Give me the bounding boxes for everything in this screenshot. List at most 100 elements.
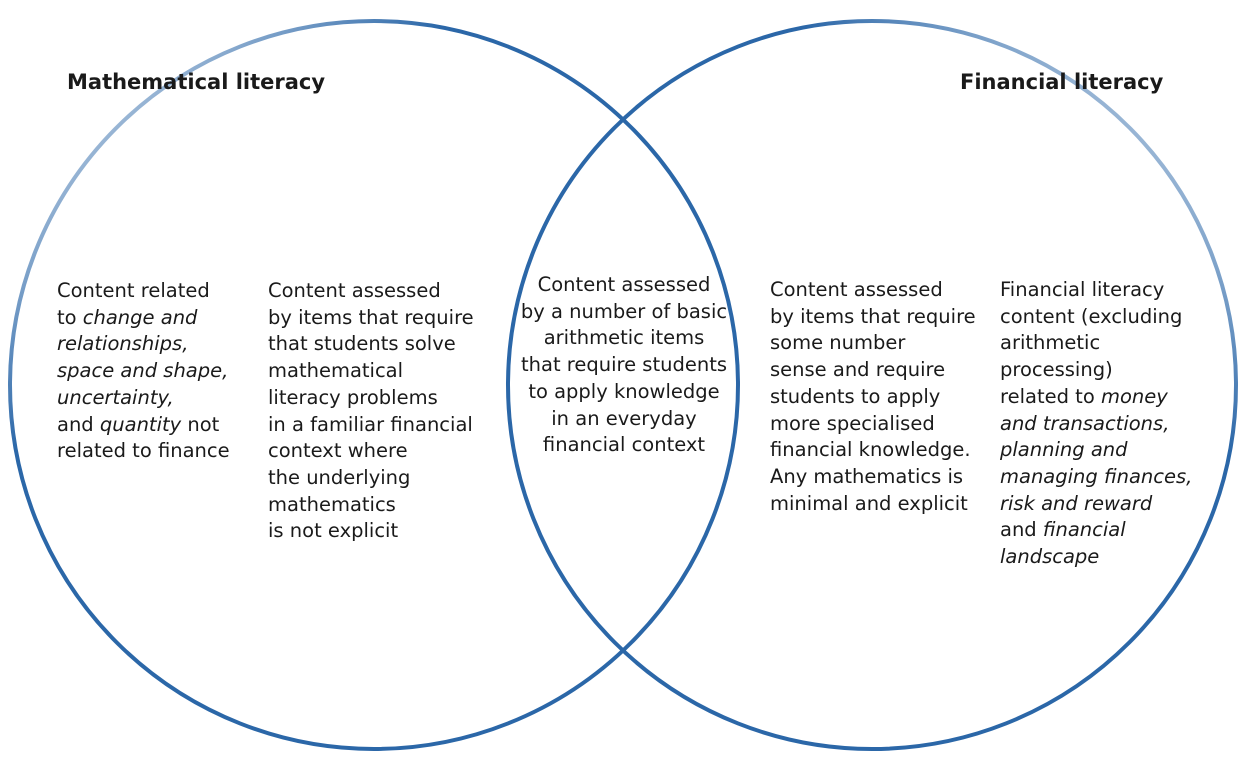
text-run: Content assessed bbox=[268, 279, 441, 302]
italic-term: quantity bbox=[99, 412, 182, 436]
text-line: in a familiar financial bbox=[268, 412, 474, 439]
text-line: relationships, bbox=[57, 331, 230, 358]
text-line: to apply knowledge bbox=[511, 379, 737, 406]
italic-term: and transactions, bbox=[1000, 411, 1170, 435]
text-line: arithmetic items bbox=[511, 325, 737, 352]
text-line: by items that require bbox=[268, 305, 474, 332]
text-line: content (excluding bbox=[1000, 304, 1192, 331]
text-line: risk and reward bbox=[1000, 491, 1192, 518]
italic-term: managing finances, bbox=[1000, 464, 1193, 488]
text-run: financial context bbox=[542, 433, 706, 457]
text-line: related to finance bbox=[57, 438, 230, 465]
finance-only-outer-text: Financial literacy content (excluding arit… bbox=[1000, 277, 1192, 571]
text-run: content (excluding bbox=[1000, 304, 1183, 328]
text-run: context where bbox=[268, 439, 408, 463]
text-run: processing) bbox=[1000, 358, 1113, 382]
italic-term: space and shape, bbox=[57, 359, 229, 383]
text-run: the underlying bbox=[268, 465, 411, 489]
text-run: in a familiar financial bbox=[268, 412, 473, 436]
text-run: in an everyday bbox=[551, 406, 697, 430]
text-run: Content related bbox=[57, 279, 210, 302]
text-run: not bbox=[181, 412, 220, 436]
text-line: arithmetic bbox=[1000, 330, 1192, 357]
text-line: Any mathematics is bbox=[770, 464, 976, 491]
text-line: the underlying bbox=[268, 465, 474, 492]
text-run: related to finance bbox=[57, 439, 230, 463]
text-run: students to apply bbox=[770, 384, 941, 408]
text-run: literacy problems bbox=[268, 385, 438, 409]
text-line: Financial literacy bbox=[1000, 277, 1192, 304]
text-run: some number bbox=[770, 331, 906, 355]
text-line: related to money bbox=[1000, 384, 1192, 411]
italic-term: money bbox=[1100, 384, 1168, 408]
text-line: and transactions, bbox=[1000, 411, 1192, 438]
text-line: that students solve bbox=[268, 331, 474, 358]
text-run: and bbox=[57, 412, 100, 436]
text-run: by items that require bbox=[268, 305, 474, 329]
text-line: managing finances, bbox=[1000, 464, 1192, 491]
text-line: that require students bbox=[511, 352, 737, 379]
text-line: Content assessed bbox=[511, 272, 737, 299]
mathematical-literacy-circle bbox=[8, 19, 740, 751]
math-only-inner-text: Content assessed by items that require tha… bbox=[268, 278, 474, 545]
text-line: and financial bbox=[1000, 517, 1192, 544]
italic-term: uncertainty, bbox=[57, 385, 174, 409]
text-line: minimal and explicit bbox=[770, 491, 976, 518]
text-line: mathematics bbox=[268, 492, 474, 519]
text-line: to change and bbox=[57, 305, 230, 332]
text-run: Content assessed bbox=[770, 278, 943, 301]
italic-term: planning and bbox=[1000, 438, 1128, 462]
text-run: that students solve bbox=[268, 332, 456, 356]
text-run: financial knowledge. bbox=[770, 438, 971, 462]
financial-literacy-circle bbox=[506, 19, 1238, 751]
text-run: Content assessed bbox=[537, 273, 711, 296]
text-run: by a number of basic bbox=[520, 299, 728, 323]
text-run: Any mathematics is bbox=[770, 464, 964, 488]
text-run: mathematics bbox=[268, 492, 396, 516]
text-line: by a number of basic bbox=[511, 299, 737, 326]
text-line: financial context bbox=[511, 432, 737, 459]
text-line: mathematical bbox=[268, 358, 474, 385]
mathematical-literacy-title: Mathematical literacy bbox=[67, 70, 326, 94]
text-run: and bbox=[1000, 518, 1043, 542]
italic-term: change and bbox=[82, 305, 198, 329]
text-run: that require students bbox=[520, 353, 728, 377]
text-line: and quantity not bbox=[57, 412, 230, 439]
italic-term: landscape bbox=[1000, 545, 1100, 569]
text-line: planning and bbox=[1000, 437, 1192, 464]
text-line: literacy problems bbox=[268, 385, 474, 412]
financial-literacy-title: Financial literacy bbox=[960, 70, 1164, 94]
text-line: context where bbox=[268, 438, 474, 465]
text-run: more specialised bbox=[770, 411, 935, 435]
overlap-text: Content assessed by a number of basic arit… bbox=[511, 272, 737, 459]
text-line: sense and require bbox=[770, 357, 976, 384]
text-line: uncertainty, bbox=[57, 385, 230, 412]
text-run: to apply knowledge bbox=[528, 379, 720, 403]
text-line: Content assessed bbox=[268, 278, 474, 305]
text-line: some number bbox=[770, 330, 976, 357]
italic-term: risk and reward bbox=[1000, 491, 1153, 515]
text-run: arithmetic items bbox=[543, 326, 705, 350]
text-line: processing) bbox=[1000, 357, 1192, 384]
text-run: is not explicit bbox=[268, 519, 399, 543]
text-line: Content assessed bbox=[770, 277, 976, 304]
text-run: arithmetic bbox=[1000, 331, 1101, 355]
finance-only-inner-text: Content assessed by items that require som… bbox=[770, 277, 976, 517]
text-line: in an everyday bbox=[511, 406, 737, 433]
text-run: by items that require bbox=[770, 304, 976, 328]
text-line: financial knowledge. bbox=[770, 437, 976, 464]
text-run: sense and require bbox=[770, 358, 946, 382]
italic-term: financial bbox=[1042, 518, 1126, 542]
text-line: landscape bbox=[1000, 544, 1192, 571]
text-line: Content related bbox=[57, 278, 230, 305]
text-run: Financial literacy bbox=[1000, 278, 1165, 301]
text-run: related to bbox=[1000, 384, 1101, 408]
italic-term: relationships, bbox=[57, 332, 189, 356]
text-run: mathematical bbox=[268, 359, 404, 383]
text-line: by items that require bbox=[770, 304, 976, 331]
text-line: space and shape, bbox=[57, 358, 230, 385]
text-line: students to apply bbox=[770, 384, 976, 411]
text-line: more specialised bbox=[770, 411, 976, 438]
